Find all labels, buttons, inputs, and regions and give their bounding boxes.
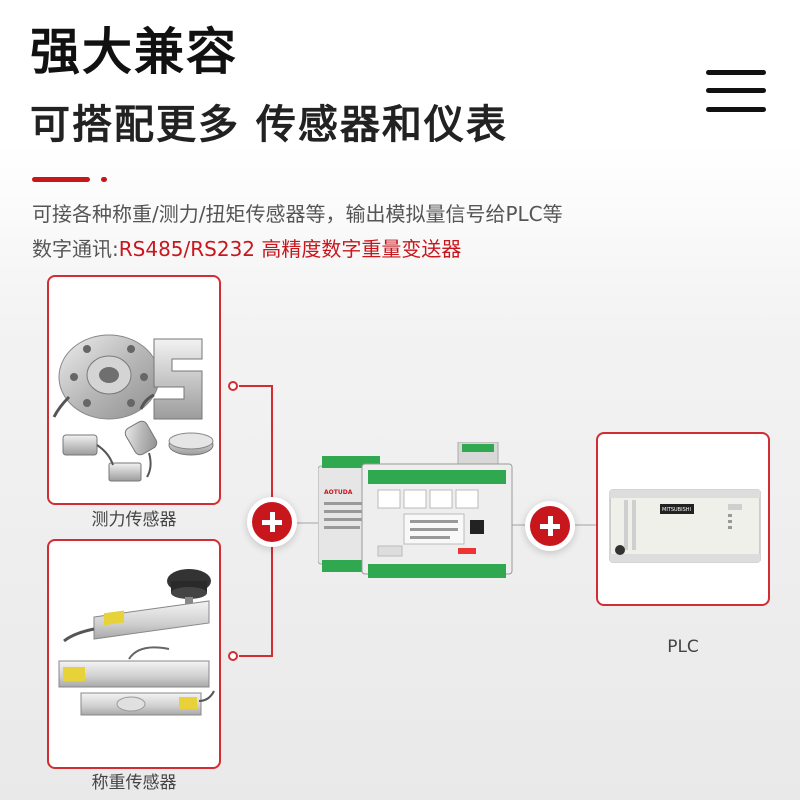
transmitter-device: AOTUDA [317,441,514,590]
transmitter-image: AOTUDA [317,441,513,578]
connector-node [228,651,238,661]
accent-divider-dot [101,177,107,182]
weighing-sensor-image [58,569,215,716]
description-line-1: 可接各种称重/测力/扭矩传感器等，输出模拟量信号给PLC等 [32,202,563,226]
force-sensor-image [52,334,214,482]
plc-card: MITSUBISHI [596,432,770,606]
accent-divider [32,177,90,182]
plus-icon [252,502,292,542]
description-prefix: 数字通讯: [32,237,119,261]
connector-line [272,522,320,524]
connector-line [239,655,272,657]
plc-caption: PLC [667,637,699,657]
description-highlight: RS485/RS232 高精度数字重量变送器 [118,237,462,261]
page-title: 强大兼容 [30,23,238,81]
menu-bar [706,107,766,112]
connector-line [239,385,272,387]
weighing-sensor-card [47,539,221,769]
hamburger-menu-icon[interactable] [706,70,766,112]
force-sensor-card [47,275,221,505]
plc-brand-label: MITSUBISHI [662,507,691,513]
force-sensor-caption: 测力传感器 [91,510,177,530]
plus-icon [530,506,570,546]
menu-bar [706,88,766,93]
page-subtitle: 可搭配更多 传感器和仪表 [30,102,508,148]
plc-image: MITSUBISHI [609,489,761,563]
device-brand-label: AOTUDA [324,489,353,496]
weighing-sensor-caption: 称重传感器 [91,773,177,793]
description-line-2: 数字通讯:RS485/RS232 高精度数字重量变送器 [32,235,461,263]
menu-bar [706,70,766,75]
connector-node [228,381,238,391]
